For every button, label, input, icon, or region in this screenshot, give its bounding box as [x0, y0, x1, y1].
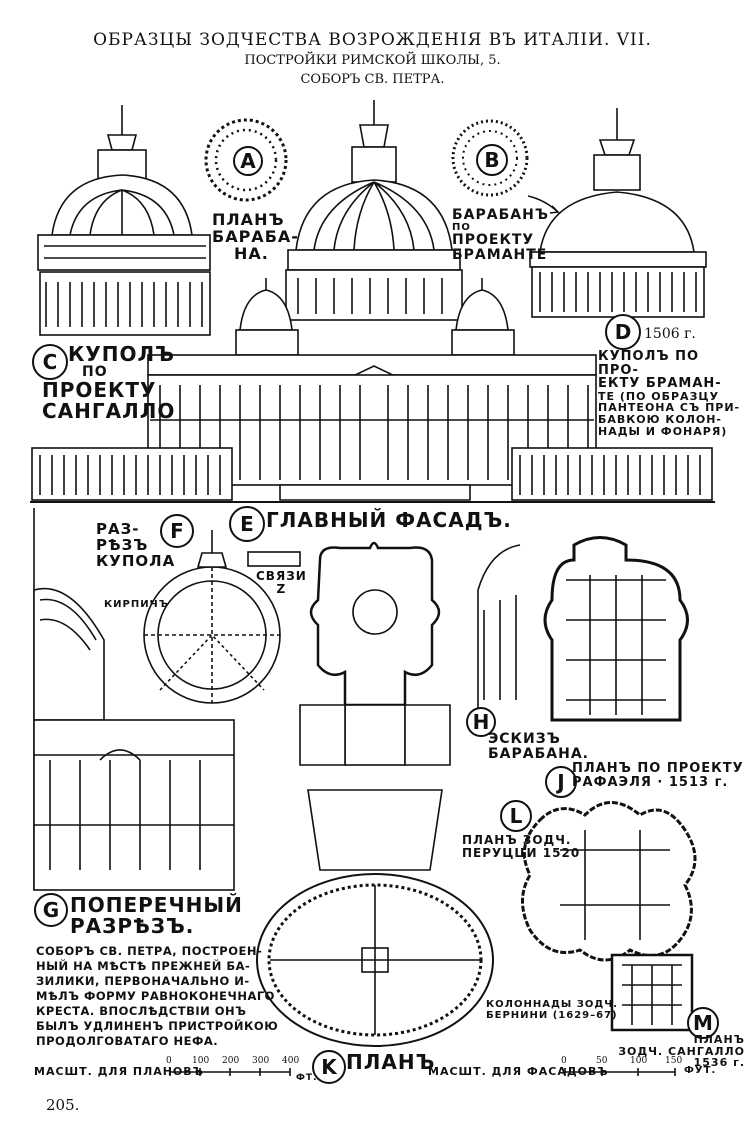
scale-plans-tick-100: 100 — [192, 1056, 210, 1066]
scale-plans-tick-300: 300 — [252, 1056, 270, 1066]
caption-sangallo-dome: КУПОЛЪ ПО ПРОЕКТУ САНГАЛЛО — [42, 342, 176, 423]
caption-sangallo-plan: ПЛАНЪ ЗОДЧ. САНГАЛЛО 1536 г. — [618, 1033, 745, 1070]
label-e: E — [229, 506, 265, 542]
label-m: M — [687, 1007, 719, 1039]
caption-ties: СВЯЗИ Z — [256, 569, 307, 596]
caption-transverse-section: ПОПЕРЕЧНЫЙ РАЗРѢЗЪ. — [70, 893, 243, 938]
scale-facades-tick-150: 150 — [665, 1056, 683, 1066]
raphael-plan-drawing — [543, 536, 689, 722]
drum-sketch-drawing — [477, 544, 521, 708]
caption-dome-section: РАЗ- РѢЗЪ КУПОЛА — [96, 520, 176, 570]
caption-d-year: 1506 г. — [644, 326, 696, 342]
main-dome-drawing — [285, 100, 463, 321]
scale-facades-unit: ФУТ. — [684, 1065, 717, 1076]
label-l: L — [500, 800, 532, 832]
scale-plans-tick-0: 0 — [166, 1056, 172, 1066]
scale-facades-tick-50: 50 — [596, 1056, 608, 1066]
caption-brick: КИРПИЧЪ — [104, 599, 170, 610]
scale-plans-label: МАСШТ. ДЛЯ ПЛАНОВЪ — [34, 1065, 204, 1078]
scale-bars-drawing — [169, 1068, 676, 1076]
label-j: J — [545, 766, 577, 798]
peruzzi-plan-drawing — [521, 801, 697, 962]
label-a: A — [233, 146, 263, 176]
dome-section-drawing — [143, 530, 301, 704]
drum-plan-a-drawing — [204, 118, 288, 202]
page-title: ОБРАЗЦЫ ЗОДЧЕСТВА ВОЗРОЖДЕНІЯ ВЪ ИТАЛІИ.… — [93, 30, 652, 50]
label-c: C — [32, 344, 68, 380]
scale-plans-tick-400: 400 — [282, 1056, 300, 1066]
bramante-dome-drawing — [529, 108, 707, 318]
caption-peruzzi-plan: ПЛАНЪ ЗОДЧ. ПЕРУЦЦИ 1520 — [462, 833, 581, 860]
caption-drum-plan: ПЛАНЪ БАРАБА- НА. — [212, 210, 299, 263]
page-number: 205. — [46, 1096, 80, 1114]
page-subtitle: ПОСТРОЙКИ РИМСКОЙ ШКОЛЫ, 5. — [244, 53, 501, 68]
caption-drum-sketch: ЭСКИЗЪ БАРАБАНА. — [488, 731, 589, 762]
label-b: B — [476, 144, 508, 176]
caption-bernini-colonnades: КОЛОННАДЫ ЗОДЧ. БЕРНИНИ (1629–67) — [486, 999, 619, 1021]
scale-facades-label: МАСШТ. ДЛЯ ФАСАДОВЪ — [428, 1065, 609, 1078]
scale-facades-tick-0: 0 — [561, 1056, 567, 1066]
caption-raphael-plan: ПЛАНЪ ПО ПРОЕКТУ РАФАЭЛЯ · 1513 г. — [572, 761, 744, 790]
main-plan-drawing — [256, 541, 494, 1047]
transverse-section-drawing — [33, 508, 235, 891]
label-g: G — [34, 893, 68, 927]
main-facade-drawing — [30, 278, 715, 503]
sangallo-dome-drawing — [37, 105, 211, 336]
caption-drum-bramante: БАРАБАНЪ ПО ПРОЕКТУ БРАМАНТЕ — [452, 207, 549, 263]
label-k: K — [312, 1050, 346, 1084]
sangallo-plan-drawing — [610, 953, 694, 1032]
label-d: D — [605, 314, 641, 350]
drum-plan-b-drawing — [451, 119, 529, 197]
caption-main-facade: ГЛАВНЫЙ ФАСАДЪ. — [266, 508, 512, 532]
scale-plans-tick-200: 200 — [222, 1056, 240, 1066]
scale-facades-tick-100: 100 — [630, 1056, 648, 1066]
label-h: H — [466, 707, 496, 737]
caption-description: СОБОРЪ СВ. ПЕТРА, ПОСТРОЕН- НЫЙ НА МѢСТѢ… — [36, 944, 279, 1048]
caption-main-plan: ПЛАНЪ — [346, 1050, 436, 1074]
page-subtitle-building: СОБОРЪ СВ. ПЕТРА. — [300, 72, 445, 87]
label-f: F — [160, 514, 194, 548]
scale-plans-unit: ФТ. — [296, 1073, 318, 1083]
caption-bramante-dome: КУПОЛЪ ПО ПРО- ЕКТУ БРАМАН- ТЕ (ПО ОБРАЗ… — [598, 349, 741, 438]
